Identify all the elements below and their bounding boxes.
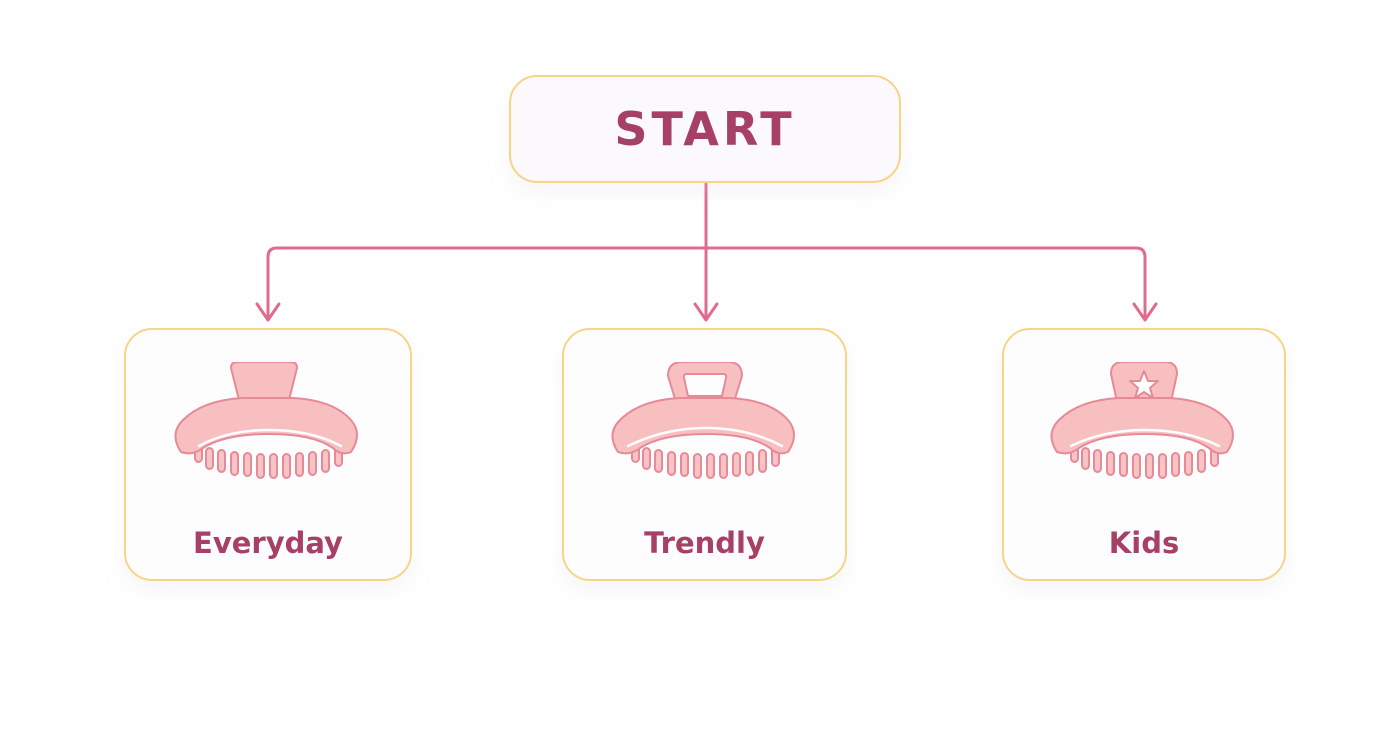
arrowhead-right xyxy=(1132,302,1158,322)
category-label-everyday: Everyday xyxy=(193,526,343,560)
star-cutout xyxy=(1129,370,1159,399)
claw-clip-star-icon xyxy=(1050,362,1234,479)
category-label-kids: Kids xyxy=(1108,526,1180,560)
connector-left-branch xyxy=(266,246,708,320)
start-label: START xyxy=(614,102,796,156)
category-node-everyday: Everyday xyxy=(124,328,412,581)
start-node: START xyxy=(509,75,901,183)
claw-clip-handle-icon xyxy=(611,362,795,479)
category-label-trendly: Trendly xyxy=(644,526,765,560)
category-node-trendly: Trendly xyxy=(562,328,847,581)
arrowhead-center xyxy=(693,302,719,322)
claw-clip-icon xyxy=(174,362,358,479)
arrowhead-left xyxy=(255,302,281,322)
category-node-kids: Kids xyxy=(1002,328,1286,581)
connector-right-branch xyxy=(704,246,1147,320)
